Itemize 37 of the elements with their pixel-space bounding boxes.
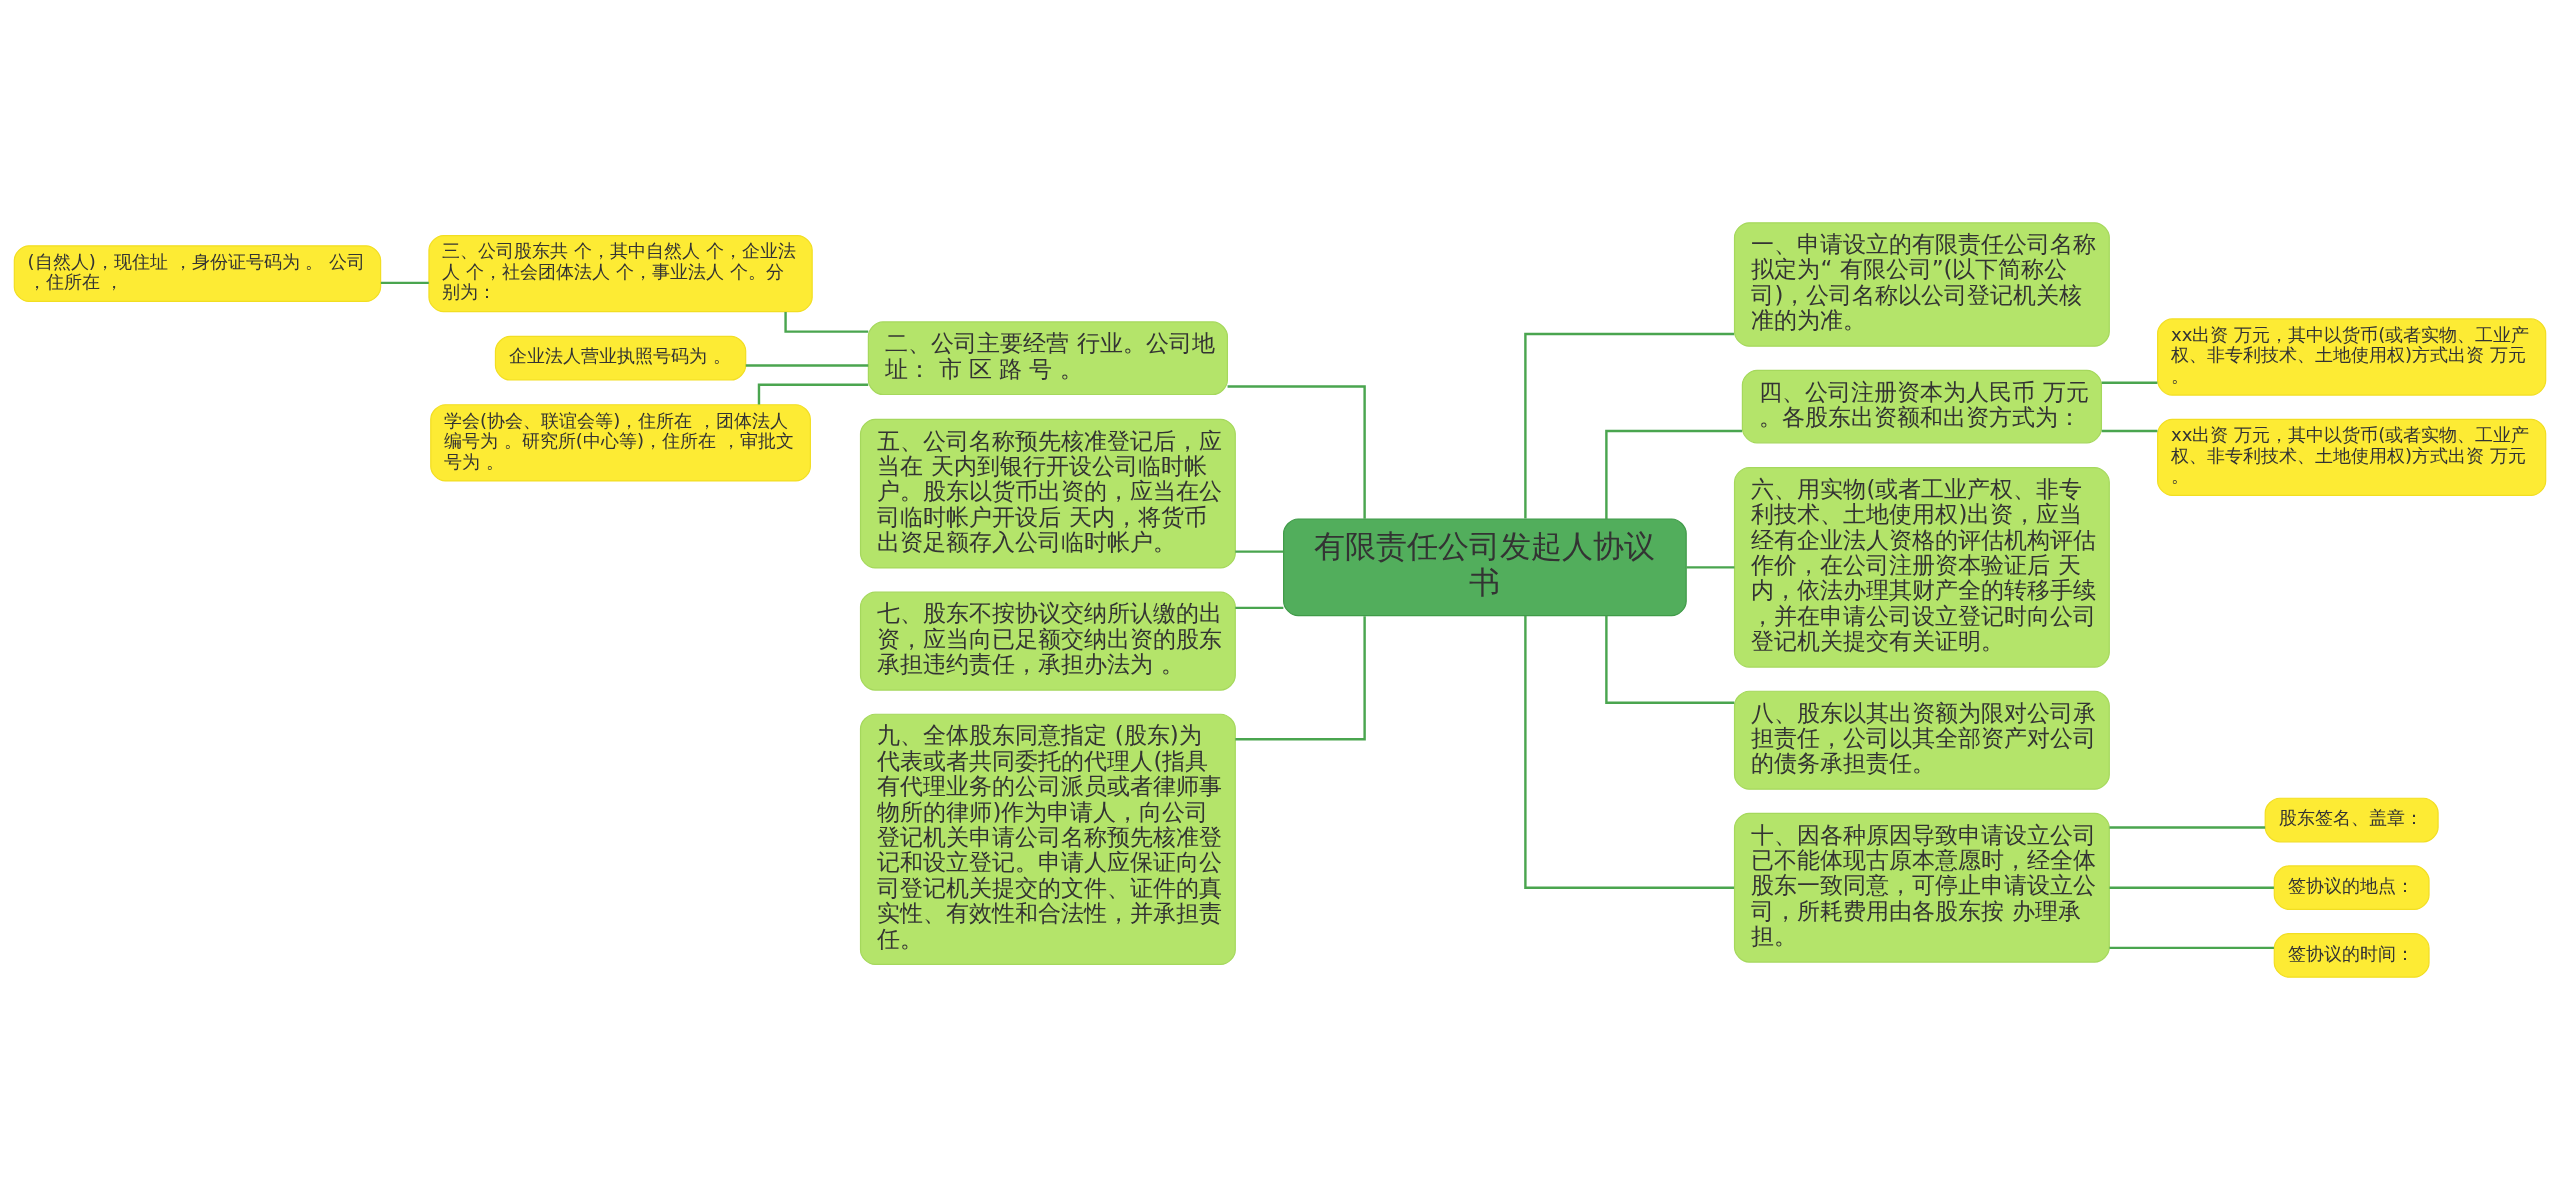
node-box: 企业法人营业执照号码为 。 <box>494 335 747 381</box>
connector <box>1605 429 1743 519</box>
connector <box>784 311 869 333</box>
connector <box>1235 606 1284 609</box>
node-box: 七、股东不按协议交纳所认缴的出资，应当向已足额交纳出资的股东承担违约责任，承担办法为 。 <box>859 591 1236 691</box>
node-box: 签协议的时间： <box>2273 932 2430 978</box>
connector <box>1227 384 1366 519</box>
node-box: 四、公司注册资本为人民币 万元。各股东出资额和出资方式为： <box>1741 369 2103 443</box>
node-box: 三、公司股东共 个，其中自然人 个，企业法人 个，社会团体法人 个，事业法人 个。分别为： <box>428 234 813 312</box>
connector <box>1524 615 1735 889</box>
connector <box>1524 332 1735 518</box>
node-box: 有限责任公司发起人协议书 <box>1283 517 1687 616</box>
connector <box>2101 381 2158 384</box>
connector <box>2109 946 2274 949</box>
node-box: (自然人)，现住址 ，身份证号码为 。 公司，住所在 ， <box>13 244 382 302</box>
node-box: xx出资 万元，其中以货币(或者实物、工业产权、非专利技术、土地使用权)方式出资 万元。 <box>2157 317 2547 396</box>
node-box: 八、股东以其出资额为限对公司承担责任，公司以其全部资产对公司的债务承担责任。 <box>1733 690 2110 790</box>
connector <box>2101 429 2158 432</box>
node-box: 二、公司主要经营 行业。公司地址： 市 区 路 号 。 <box>867 320 1228 395</box>
node-box: 十、因各种原因导致申请设立公司已不能体现古原本意愿时，经全体股东一致同意，可停止申请设立公司，所耗费用由各股东按 办理承担。 <box>1733 812 2110 963</box>
node-box: 签协议的地点： <box>2273 864 2430 910</box>
connector <box>1235 549 1284 553</box>
connector <box>2109 886 2274 889</box>
node-box: 学会(协会、联谊会等)，住所在 ，团体法人编号为 。研究所(中心等)，住所在 ，审批文号为 。 <box>430 403 811 482</box>
connector <box>757 383 869 404</box>
connector <box>1235 615 1366 740</box>
node-box: 六、用实物(或者工业产权、非专利技术、土地使用权)出资，应当经有企业法人资格的评估机构评估作价，在公司注册资本验证后 天内，依法办理其财产全的转移手续，并在申请公司设立登记时向公司登记机关提交有关证明。 <box>1733 466 2110 668</box>
node-box: xx出资 万元，其中以货币(或者实物、工业产权、非专利技术、土地使用权)方式出资 万元。 <box>2157 418 2547 496</box>
node-box: 股东签名、盖章： <box>2264 797 2439 842</box>
node-box: 一、申请设立的有限责任公司名称拟定为“ 有限公司”(以下简称公司)，公司名称以公司登记机关核准的为准。 <box>1733 221 2110 347</box>
connector <box>1605 615 1735 704</box>
node-box: 九、全体股东同意指定 (股东)为代表或者共同委托的代理人(指具有代理业务的公司派员或者律师事物所的律师)作为申请人，向公司登记机关申请公司名称预先核准登记和设立登记。申请人应保证向公司登记机关提交的文件、证件的真实性、有效性和合法性，并承担责任。 <box>859 713 1236 965</box>
connector <box>1686 565 1735 569</box>
connector <box>380 281 429 284</box>
node-box: 五、公司名称预先核准登记后，应当在 天内到银行开设公司临时帐户。股东以货币出资的，应当在公司临时帐户开设后 天内，将货币出资足额存入公司临时帐户。 <box>859 418 1236 569</box>
connector <box>745 363 869 367</box>
connector <box>2109 825 2266 829</box>
